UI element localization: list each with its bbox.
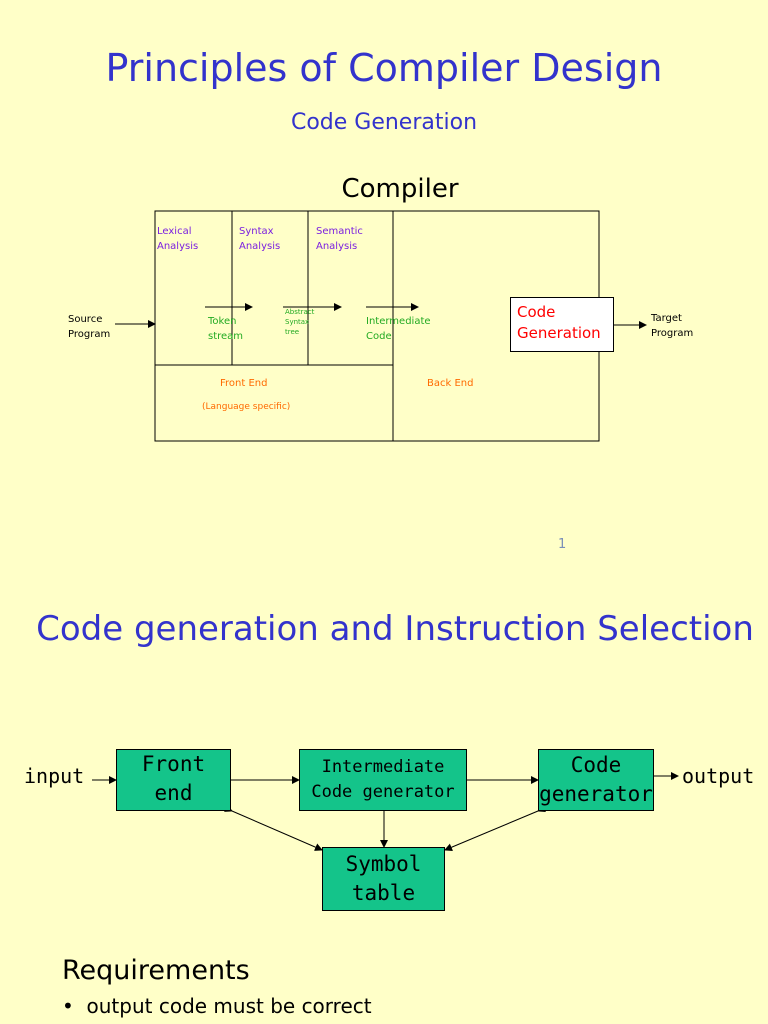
requirement-bullet: • output code must be correct (62, 994, 372, 1018)
input-label: input (24, 764, 85, 788)
output-label: output (682, 764, 755, 788)
bullet-dot: • (62, 994, 87, 1018)
front-end-label: Front End (220, 378, 268, 389)
slide1-title: Principles of Compiler Design (105, 46, 663, 90)
compiler-label: Compiler (341, 174, 459, 204)
slide1-subtitle: Code Generation (290, 110, 478, 135)
frontend-symbol-arrow (223, 804, 323, 851)
back-end-label: Back End (427, 378, 474, 389)
requirements-heading: Requirements (62, 955, 250, 986)
language-specific-label: (Language specific) (202, 402, 291, 412)
codegen-symbol-arrow (444, 804, 547, 851)
page-number: 1 (558, 537, 567, 552)
slide2-title: Code generation and Instruction Selectio… (36, 609, 754, 649)
